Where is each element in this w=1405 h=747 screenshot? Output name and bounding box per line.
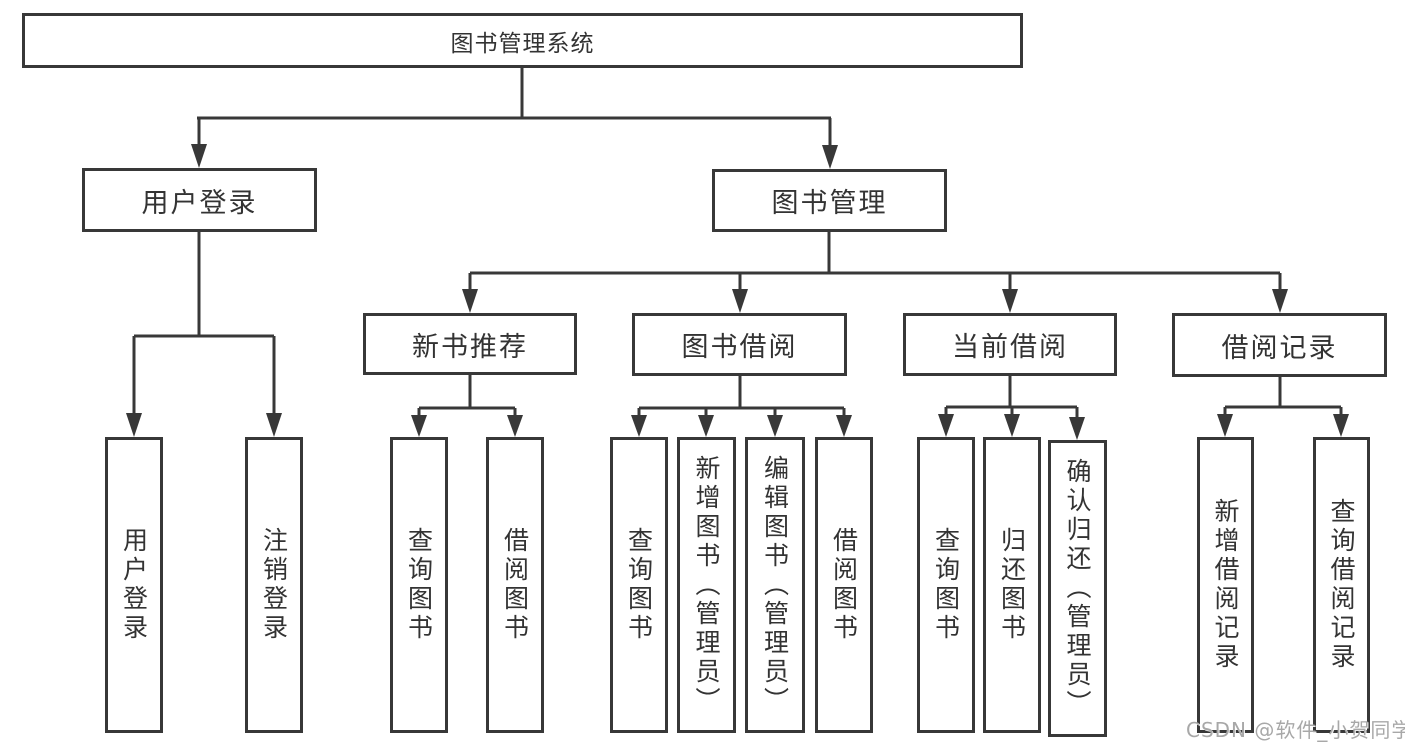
connector-borrow-records-children bbox=[1217, 377, 1349, 437]
leaf-borrow-books-2: 借阅图书 bbox=[815, 437, 873, 733]
leaf-borrow-books-1: 借阅图书 bbox=[486, 437, 544, 733]
connector-book-borrow-children bbox=[631, 376, 852, 437]
leaf-user-login: 用户登录 bbox=[105, 437, 163, 733]
leaf-query-books-3: 查询图书 bbox=[917, 437, 975, 733]
node-borrow-records: 借阅记录 bbox=[1172, 313, 1387, 377]
leaf-query-borrow-record: 查询借阅记录 bbox=[1313, 437, 1370, 733]
connector-root-to-level2 bbox=[191, 66, 838, 169]
node-current-borrow: 当前借阅 bbox=[903, 313, 1117, 376]
leaf-query-books-1: 查询图书 bbox=[390, 437, 448, 733]
leaf-add-book-admin: 新增图书（管理员） bbox=[677, 437, 736, 733]
connector-book-management-children bbox=[462, 232, 1288, 313]
leaf-add-borrow-record: 新增借阅记录 bbox=[1197, 437, 1254, 733]
leaf-edit-book-admin: 编辑图书（管理员） bbox=[745, 437, 805, 733]
node-book-management: 图书管理 bbox=[712, 169, 947, 232]
connector-user-login-children bbox=[126, 232, 282, 437]
node-root-library-system: 图书管理系统 bbox=[22, 13, 1023, 68]
leaf-logout: 注销登录 bbox=[245, 437, 303, 733]
node-book-borrow: 图书借阅 bbox=[632, 313, 847, 376]
connector-new-book-children bbox=[411, 375, 523, 437]
leaf-query-books-2: 查询图书 bbox=[610, 437, 668, 733]
node-user-login: 用户登录 bbox=[82, 168, 317, 232]
csdn-watermark: CSDN @软件_小贺同学 bbox=[1186, 718, 1405, 742]
connector-current-borrow-children bbox=[938, 376, 1085, 440]
leaf-confirm-return-admin: 确认归还（管理员） bbox=[1048, 440, 1107, 737]
leaf-return-book: 归还图书 bbox=[983, 437, 1041, 733]
node-new-book-recommend: 新书推荐 bbox=[363, 313, 577, 375]
